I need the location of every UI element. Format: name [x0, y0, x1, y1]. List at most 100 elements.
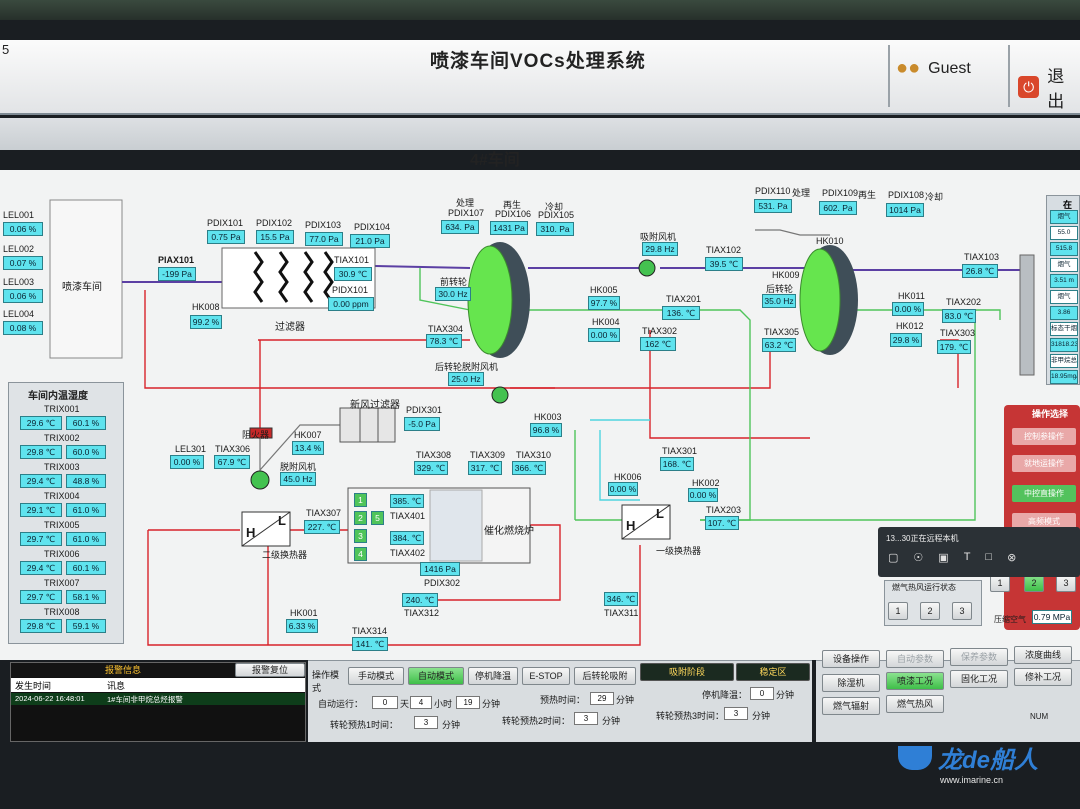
auto-run-label: 自动运行： — [318, 699, 364, 709]
hk003-value: 96.8 % — [530, 423, 562, 437]
users-icon: ●● — [896, 57, 921, 79]
text-icon[interactable]: T — [963, 551, 971, 563]
adsorb-fan-value: 29.8 Hz — [642, 242, 678, 256]
concentration-curve-button[interactable]: 浓度曲线 — [1014, 646, 1072, 664]
tiax401-value: 385. ℃ — [390, 494, 424, 508]
hk005-label: HK005 — [590, 285, 618, 295]
temp-panel-title: 车间内温湿度 — [28, 391, 88, 402]
trix-temp: 29.8 ℃ — [20, 619, 62, 633]
hx2-h: H — [246, 525, 256, 540]
tiax303-value: 179. ℃ — [937, 340, 971, 354]
user-badge[interactable]: ●● Guest — [896, 57, 971, 80]
gas-hotair-button[interactable]: 燃气热风 — [886, 695, 944, 713]
tiax103-label: TIAX103 — [964, 252, 1000, 262]
app-title: 喷漆车间VOCs处理系统 — [430, 51, 646, 72]
tiax310-label: TIAX310 — [516, 450, 552, 460]
alarm-row[interactable]: 2024-06-22 16:48:01 1#车间非甲烷总烃报警 — [11, 693, 305, 705]
lel001-label: LEL001 — [3, 210, 35, 220]
tiax314-value: 141. ℃ — [352, 637, 388, 651]
trix-name: TRIX006 — [44, 549, 80, 559]
central-op-button[interactable]: 中控直操作 — [1012, 485, 1076, 502]
op-num-1[interactable]: 1 — [990, 574, 1010, 592]
trix-name: TRIX005 — [44, 520, 80, 530]
pdix106-prefix: 再生 — [503, 200, 522, 210]
exit-button[interactable]: ⏻ 退出 — [1018, 62, 1080, 112]
device-op-button[interactable]: 设备操作 — [822, 650, 880, 668]
mode-label: 操作模式 — [312, 670, 340, 693]
tiax306-label: TIAX306 — [215, 444, 251, 454]
auto-param-button[interactable]: 自动参数 — [886, 650, 944, 668]
repair-condition-button[interactable]: 修补工况 — [1014, 668, 1072, 686]
stop-cool-field[interactable]: 0 — [750, 687, 774, 700]
trix-name: TRIX002 — [44, 433, 80, 443]
auto-hours-field[interactable]: 4 — [410, 696, 432, 709]
trix-humidity: 60.1 % — [66, 561, 106, 575]
tiax202-label: TIAX202 — [946, 297, 982, 307]
unit-day: 天 — [400, 699, 410, 709]
hot-air-3[interactable]: 3 — [952, 602, 972, 620]
pdix108-label: PDIX108 — [888, 190, 925, 200]
front-wheel-value: 30.0 Hz — [435, 287, 471, 301]
hk005-value: 97.7 % — [588, 296, 620, 310]
hk010-label: HK010 — [816, 236, 844, 246]
gas-radiant-button[interactable]: 燃气辐射 — [822, 697, 880, 715]
lel003-value: 0.06 % — [3, 289, 43, 303]
tiax307-label: TIAX307 — [306, 508, 342, 518]
adsorb-fan-label: 吸附风机 — [640, 232, 677, 242]
wheel-preheat3-field[interactable]: 3 — [724, 707, 748, 720]
stop-cool-button[interactable]: 停机降温 — [468, 667, 518, 685]
hot-air-2[interactable]: 2 — [920, 602, 940, 620]
stop-cool-label: 停机降温： — [702, 690, 748, 700]
folder-icon[interactable]: □ — [985, 551, 993, 563]
hk002-value: 0.00 % — [688, 488, 718, 502]
wheel-preheat1-field[interactable]: 3 — [414, 716, 438, 729]
compressed-air-value: 0.79 MPa — [1032, 610, 1072, 624]
trix-name: TRIX008 — [44, 607, 80, 617]
pdix102-label: PDIX102 — [256, 218, 293, 228]
high-freq-mode-button[interactable]: 高频模式 — [1012, 513, 1076, 530]
pdix105-prefix: 冷却 — [545, 202, 564, 212]
unit-hour: 小时 — [434, 699, 453, 709]
lel003-label: LEL003 — [3, 277, 35, 287]
chat-icon[interactable]: ▢ — [888, 552, 899, 564]
monitor-top-bezel — [0, 0, 1080, 20]
tiax305-label: TIAX305 — [764, 327, 800, 337]
hot-air-1[interactable]: 1 — [888, 602, 908, 620]
wheel-preheat1-unit: 分钟 — [442, 720, 461, 730]
maintain-param-button[interactable]: 保养参数 — [950, 648, 1008, 666]
tiax103-value: 26.8 ℃ — [962, 264, 998, 278]
control-param-button[interactable]: 控制参操作 — [1012, 428, 1076, 445]
preheat-field[interactable]: 29 — [590, 692, 614, 705]
lel001-value: 0.06 % — [3, 222, 43, 236]
auto-mode-button[interactable]: 自动模式 — [408, 667, 464, 685]
pdix302-value: 1416 Pa — [420, 562, 460, 576]
hx1-h: H — [626, 518, 636, 533]
pdix108-prefix: 冷却 — [925, 192, 944, 202]
unit-min: 分钟 — [482, 699, 501, 709]
local-op-button[interactable]: 就地运操作 — [1012, 455, 1076, 472]
curing-condition-button[interactable]: 固化工况 — [950, 670, 1008, 688]
estop-button[interactable]: E-STOP — [522, 667, 570, 685]
auto-days-field[interactable]: 0 — [372, 696, 398, 709]
close-icon[interactable]: ⊗ — [1007, 552, 1017, 564]
hx1-l: L — [656, 506, 664, 521]
tiax302-value: 162 ℃ — [640, 337, 676, 351]
watermark-text: 龙de船人 — [938, 747, 1039, 774]
tiax312-label: TIAX312 — [404, 608, 440, 618]
manual-mode-button[interactable]: 手动模式 — [348, 667, 404, 685]
stop-cool-unit: 分钟 — [776, 690, 795, 700]
auto-mins-field[interactable]: 19 — [456, 696, 480, 709]
pdix104-value: 21.0 Pa — [350, 234, 390, 248]
dehumidifier-button[interactable]: 除湿机 — [822, 674, 880, 692]
fresh-filter-label: 新风过滤器 — [350, 400, 400, 411]
mic-icon[interactable]: ☉ — [913, 552, 924, 564]
wheel-preheat2-field[interactable]: 3 — [574, 712, 598, 725]
alarm-reset-button[interactable]: 报警复位 — [235, 663, 305, 677]
screen-icon[interactable]: ▣ — [938, 552, 949, 564]
watermark-url: www.imarine.cn — [940, 775, 1004, 785]
hk011-label: HK011 — [898, 291, 925, 301]
rear-desorb-button[interactable]: 后转轮吸附 — [574, 667, 636, 685]
pdix105-value: 310. Pa — [536, 222, 574, 236]
remote-session-text: 13...30正在远程本机 — [886, 534, 959, 543]
paint-condition-button[interactable]: 喷漆工况 — [886, 672, 944, 690]
